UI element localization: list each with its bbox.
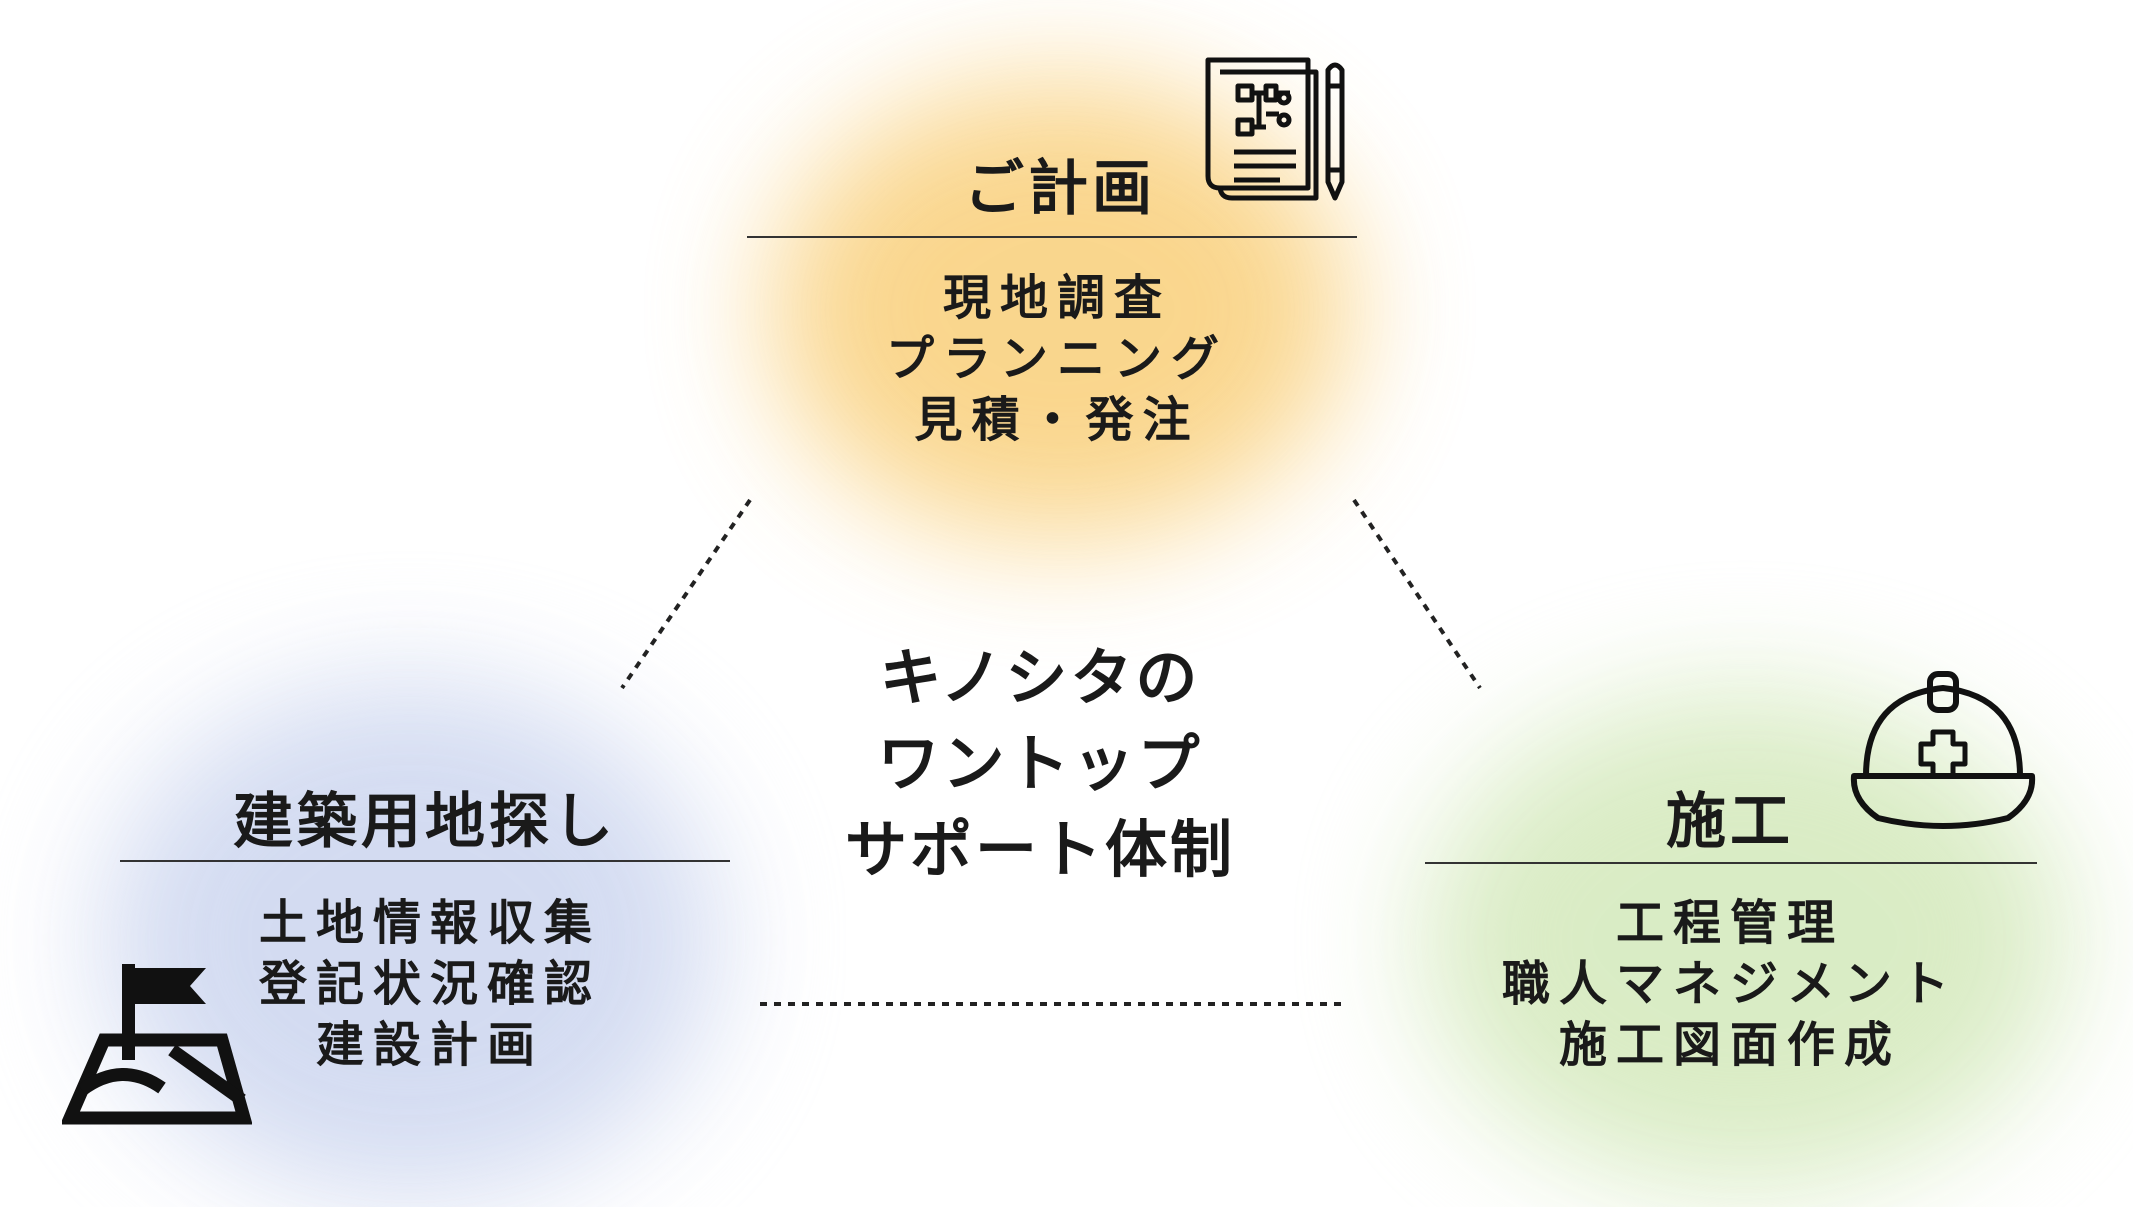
planning-items: 現地調査 プランニング 見積・発注 xyxy=(797,268,1317,451)
planning-glow xyxy=(770,80,1350,540)
center-title-line: サポート体制 xyxy=(844,813,1235,886)
construction-item: 職人マネジメント xyxy=(1501,956,1958,1012)
planning-item: 現地調査 xyxy=(942,270,1171,326)
construction-heading: 施工 xyxy=(1666,787,1794,857)
connector-top-right xyxy=(1352,498,1482,690)
center-title-line: ワントップ xyxy=(877,727,1203,800)
land-item: 土地情報収集 xyxy=(258,895,601,951)
center-title-line: キノシタの xyxy=(879,641,1201,714)
blueprint-document-pencil-icon xyxy=(1205,57,1345,201)
construction-rule xyxy=(1425,862,2037,864)
land-item: 建設計画 xyxy=(315,1017,544,1073)
flag-on-map-icon xyxy=(62,964,252,1125)
planning-heading: ご計画 xyxy=(964,154,1156,224)
land-heading: 建築用地探し xyxy=(233,787,617,857)
planning-item: プランニング xyxy=(885,331,1228,387)
connector-top-left xyxy=(620,498,752,690)
construction-item: 施工図面作成 xyxy=(1558,1017,1901,1073)
land-rule xyxy=(120,860,730,862)
planning-item: 見積・発注 xyxy=(914,392,1200,448)
center-title: キノシタの ワントップ サポート体制 xyxy=(820,635,1260,893)
hard-hat-icon xyxy=(1850,671,2036,829)
land-item: 登記状況確認 xyxy=(258,956,601,1012)
planning-rule xyxy=(747,236,1357,238)
construction-item: 工程管理 xyxy=(1615,895,1844,951)
construction-items: 工程管理 職人マネジメント 施工図面作成 xyxy=(1450,893,2010,1076)
land-items: 土地情報収集 登記状況確認 建設計画 xyxy=(160,893,700,1076)
